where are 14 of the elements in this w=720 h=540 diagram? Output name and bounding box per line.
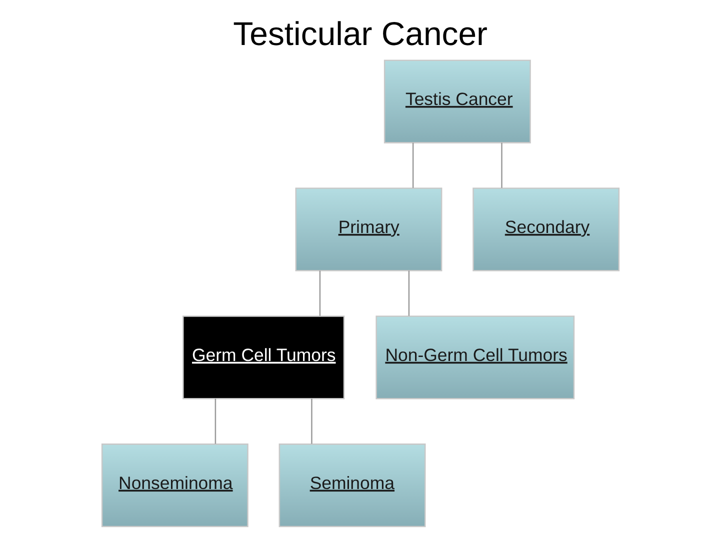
node-box: Secondary — [472, 188, 620, 272]
node-box: Seminoma — [278, 444, 426, 528]
diagram-title: Testicular Cancer — [232, 14, 488, 52]
node-box: Testis Cancer — [383, 60, 530, 144]
node-box: Nonseminoma — [100, 444, 248, 528]
connector — [408, 270, 410, 316]
connector — [214, 398, 216, 444]
connector — [412, 142, 414, 188]
connector — [310, 398, 312, 444]
node-box: Primary — [294, 188, 442, 272]
connector — [318, 270, 320, 316]
node-box: Non-Germ Cell Tumors — [375, 316, 574, 400]
node-box: Germ Cell Tumors — [182, 316, 344, 400]
connector — [500, 142, 502, 188]
